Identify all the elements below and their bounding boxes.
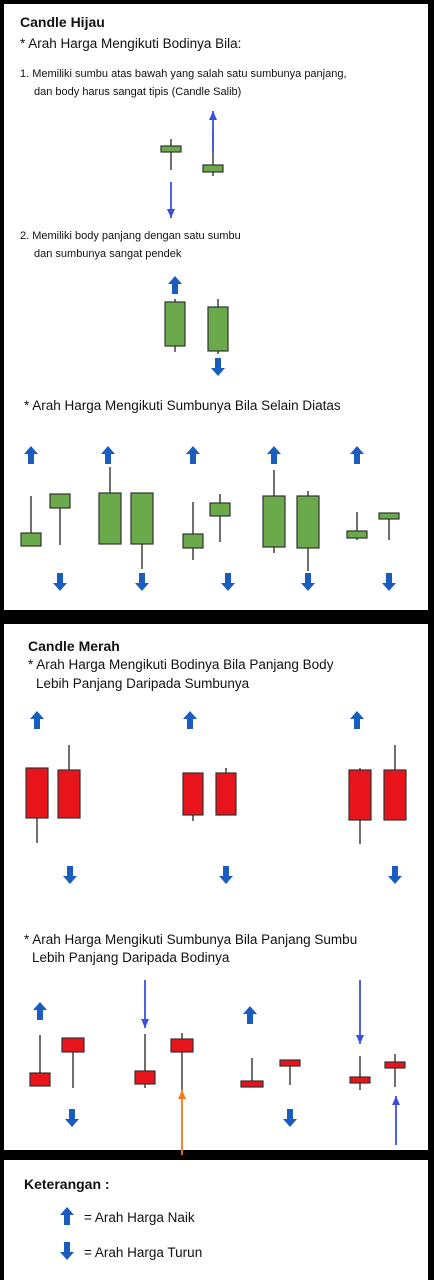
legend-panel: Keterangan : = Arah Harga Naik = Arah Ha… xyxy=(4,1160,428,1280)
arrow-down-icon xyxy=(221,573,235,591)
wick-candle-9-body xyxy=(346,530,368,539)
arrow-up-icon xyxy=(350,711,364,729)
annotation-down-arrow-3-head xyxy=(356,1035,364,1044)
legend-down-label: = Arah Harga Turun xyxy=(84,1245,203,1260)
red-wick-candle-7-body xyxy=(349,1076,371,1084)
doji-candle-1-body xyxy=(160,145,182,153)
green-wick-rule: * Arah Harga Mengikuti Sumbunya Bila Sel… xyxy=(24,398,341,413)
wick-candle-2-body xyxy=(49,493,71,509)
annotation-up-arrow-2-head xyxy=(392,1096,400,1105)
arrow-up-icon xyxy=(186,446,200,464)
wick-candle-8-body xyxy=(296,495,320,549)
red-wick-candle-5-body xyxy=(240,1080,264,1088)
wick-candle-7-body xyxy=(262,495,286,548)
annotation-up-arrow-1-head xyxy=(209,111,217,120)
arrow-up-icon xyxy=(183,711,197,729)
arrow-up-icon xyxy=(101,446,115,464)
green-title: Candle Hijau xyxy=(20,14,105,30)
legend-arrow-up-icon xyxy=(60,1207,74,1225)
arrow-up-icon xyxy=(168,276,182,294)
red-body-candle-3-body xyxy=(182,772,204,816)
arrow-up-icon xyxy=(267,446,281,464)
arrow-up-icon xyxy=(243,1006,257,1024)
arrow-down-icon xyxy=(63,866,77,884)
red-wick-candle-4-body xyxy=(170,1038,194,1053)
red-title: Candle Merah xyxy=(28,638,120,654)
arrow-down-icon xyxy=(65,1109,79,1127)
red-body-candle-1-body xyxy=(25,767,49,819)
arrow-down-icon xyxy=(211,358,225,376)
red-wick-rule-line2: Lebih Panjang Daripada Bodinya xyxy=(32,950,230,965)
red-wick-candle-2-body xyxy=(61,1037,85,1053)
legend-arrow-down-icon xyxy=(60,1242,74,1260)
wick-candle-6-body xyxy=(209,502,231,517)
annotation-down-arrow-2-head xyxy=(141,1019,149,1028)
arrow-up-icon xyxy=(350,446,364,464)
red-wick-candle-3-body xyxy=(134,1070,156,1085)
arrow-down-icon xyxy=(135,573,149,591)
red-wick-candle-1-body xyxy=(29,1072,51,1087)
arrow-down-icon xyxy=(219,866,233,884)
red-wick-rule-line1: * Arah Harga Mengikuti Sumbunya Bila Pan… xyxy=(24,932,358,947)
arrow-up-icon xyxy=(30,711,44,729)
rule2-line2: dan sumbunya sangat pendek xyxy=(34,248,182,260)
arrow-up-icon xyxy=(24,446,38,464)
legend-title: Keterangan : xyxy=(24,1176,110,1192)
annotation-up-arrow-orange-head xyxy=(178,1090,186,1099)
long-body-candle-2-body xyxy=(207,306,229,352)
long-body-candle-1-body xyxy=(164,301,186,347)
red-body-rule-line1: * Arah Harga Mengikuti Bodinya Bila Panj… xyxy=(28,657,334,672)
red-body-candle-4-body xyxy=(215,772,237,816)
red-body-candle-2-body xyxy=(57,769,81,819)
doji-candle-2-body xyxy=(202,164,224,173)
rule1-line1: 1. Memiliki sumbu atas bawah yang salah … xyxy=(20,68,347,80)
rule1-line2: dan body harus sangat tipis (Candle Sali… xyxy=(34,86,242,98)
arrow-down-icon xyxy=(382,573,396,591)
red-body-rule-line2: Lebih Panjang Daripada Sumbunya xyxy=(36,676,250,691)
wick-candle-4-body xyxy=(130,492,154,545)
red-body-candle-6-body xyxy=(383,769,407,821)
arrow-down-icon xyxy=(283,1109,297,1127)
arrow-down-icon xyxy=(53,573,67,591)
wick-candle-5-body xyxy=(182,533,204,549)
wick-candle-1-body xyxy=(20,532,42,547)
wick-candle-3-body xyxy=(98,492,122,545)
legend-up-label: = Arah Harga Naik xyxy=(84,1210,195,1225)
arrow-up-icon xyxy=(33,1002,47,1020)
red-wick-candle-8-body xyxy=(384,1061,406,1069)
arrow-down-icon xyxy=(388,866,402,884)
annotation-down-arrow-1-head xyxy=(167,209,175,218)
wick-candle-10-body xyxy=(378,512,400,520)
green-subtitle: * Arah Harga Mengikuti Bodinya Bila: xyxy=(20,36,242,51)
arrow-down-icon xyxy=(301,573,315,591)
rule2-line1: 2. Memiliki body panjang dengan satu sum… xyxy=(20,230,241,242)
red-body-candle-5-body xyxy=(348,769,372,821)
red-wick-candle-6-body xyxy=(279,1059,301,1067)
